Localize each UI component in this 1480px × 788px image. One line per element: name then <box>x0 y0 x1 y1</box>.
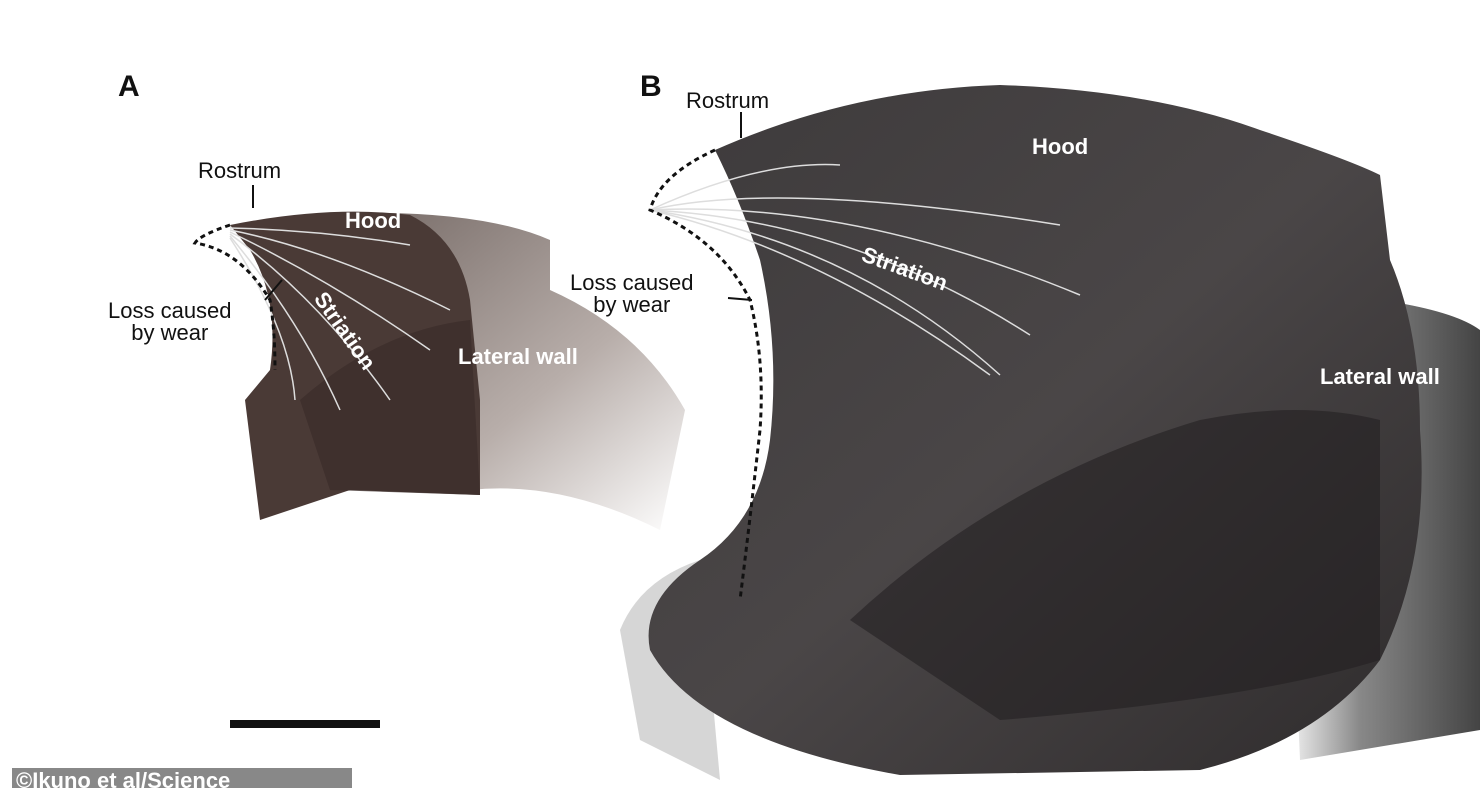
label-loss-a-line2: by wear <box>131 320 209 345</box>
panel-label-b: B <box>640 70 662 103</box>
label-rostrum-b: Rostrum <box>686 88 770 113</box>
label-lateral-wall-a: Lateral wall <box>458 344 578 369</box>
striation-lines-a <box>229 227 451 411</box>
loss-outline-a <box>192 223 277 371</box>
panel-label-a: A <box>118 70 140 103</box>
label-loss-a-line1: Loss caused <box>108 298 232 323</box>
image-credit: ©Ikuno et al/Science <box>12 768 352 788</box>
striation-lines-b <box>649 163 1081 376</box>
label-hood-a: Hood <box>345 208 402 233</box>
label-loss-b-line1: Loss caused <box>570 270 694 295</box>
label-hood-b: Hood <box>1032 134 1089 159</box>
label-rostrum-a: Rostrum <box>198 158 282 183</box>
label-lateral-wall-b: Lateral wall <box>1320 364 1440 389</box>
label-loss-b-line2: by wear <box>593 292 671 317</box>
